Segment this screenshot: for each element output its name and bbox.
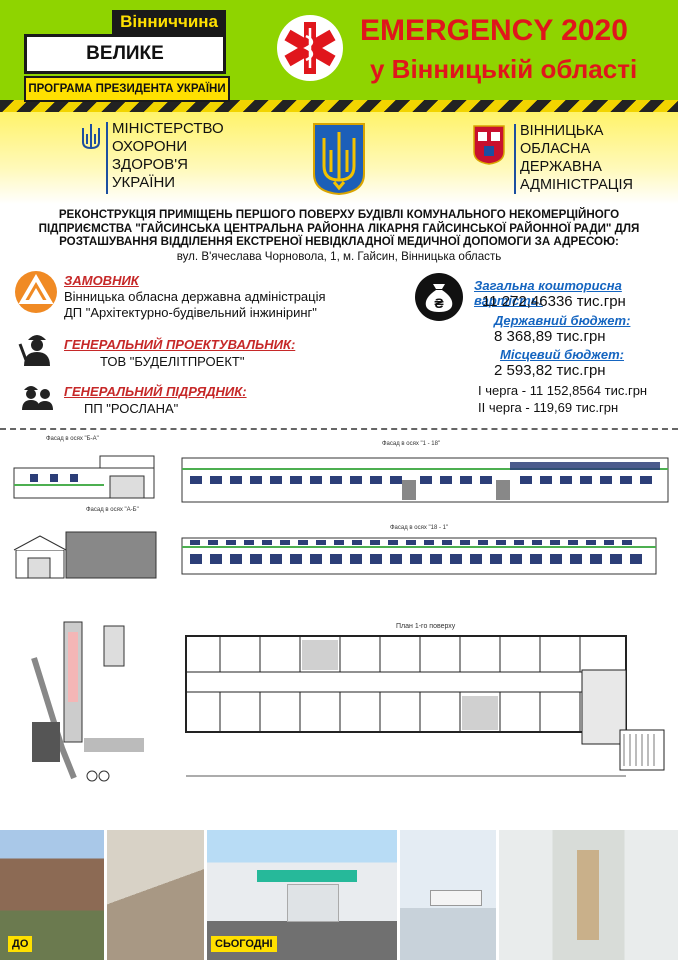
vinnytsia-coat-of-arms-icon — [473, 125, 505, 165]
local-budget-label: Місцевий бюджет: — [500, 347, 624, 362]
facade-caption: Фасад в осях "Б-А" — [46, 436, 99, 442]
photo-after-entrance: СЬОГОДНІ — [207, 830, 397, 960]
local-budget-value: 2 593,82 тис.грн — [494, 362, 606, 379]
facade-drawing-ab — [13, 531, 157, 579]
facade-drawing-1-18 — [181, 457, 669, 503]
phase-2-cost: ІІ черга - 119,69 тис.грн — [478, 400, 619, 415]
before-tag: ДО — [8, 936, 33, 952]
state-budget-value: 8 368,89 тис.грн — [494, 328, 606, 345]
site-plan-drawing — [4, 618, 164, 784]
engineer-icon — [18, 335, 50, 366]
great-construction-logo: Вінниччина ВЕЛИКЕ БУДІВНИЦТВО ПРОГРАМА П… — [24, 10, 230, 102]
photo-xray-room — [400, 830, 496, 960]
svg-text:₴: ₴ — [434, 295, 444, 311]
corridor-end — [577, 850, 599, 940]
logo-program: ПРОГРАМА ПРЕЗИДЕНТА УКРАЇНИ — [24, 76, 230, 102]
facade-drawing-18-1 — [181, 537, 657, 575]
project-description: РЕКОНСТРУКЦІЯ ПРИМІЩЕНЬ ПЕРШОГО ПОВЕРХУ … — [0, 208, 678, 249]
project-address: вул. В'ячеслава Чорновола, 1, м. Гайсин,… — [176, 250, 502, 263]
star-of-life-icon — [277, 15, 343, 81]
customer-enterprise: ДП "Архітектурно-будівельний інжиніринг" — [64, 305, 317, 320]
hazard-stripe — [0, 100, 678, 112]
money-bag-icon: ₴ — [415, 273, 463, 321]
logo-region: Вінниччина — [112, 10, 226, 34]
page-title: EMERGENCY 2020 — [360, 14, 628, 47]
canopy-stripe — [257, 870, 357, 882]
trident-small-icon — [82, 124, 100, 150]
oda-divider — [514, 124, 516, 194]
customer-name: Вінницька обласна державна адміністрація — [64, 289, 326, 304]
oda-line: ОБЛАСНА — [520, 141, 591, 157]
ministry-line: МІНІСТЕРСТВО — [112, 120, 224, 137]
logo-main: ВЕЛИКЕ БУДІВНИЦТВО — [24, 34, 226, 98]
xray-table — [430, 890, 482, 906]
oda-line: ДЕРЖАВНА — [520, 159, 602, 175]
designer-label: ГЕНЕРАЛЬНИЙ ПРОЕКТУВАЛЬНИК: — [64, 337, 296, 352]
description-line: РЕКОНСТРУКЦІЯ ПРИМІЩЕНЬ ПЕРШОГО ПОВЕРХУ … — [58, 208, 620, 221]
floor-plan-title: План 1-го поверху — [396, 623, 456, 630]
photo-before-interior — [107, 830, 204, 960]
facade-caption: Фасад в осях "А-Б" — [86, 507, 139, 513]
state-budget-label: Державний бюджет: — [494, 313, 631, 328]
description-line: ПІДПРИЄМСТВА "ГАЙСИНСЬКА ЦЕНТРАЛЬНА РАЙО… — [38, 221, 640, 235]
facade-drawing-ba — [13, 455, 155, 499]
ministry-name: МІНІСТЕРСТВО ОХОРОНИ ЗДОРОВ'Я УКРАЇНИ — [112, 120, 224, 192]
description-line: РОЗТАШУВАННЯ ВІДДІЛЕННЯ ЕКСТРЕНОЇ НЕВІДК… — [59, 235, 619, 248]
total-cost-label: Загальна кошторисна вартість: — [474, 278, 622, 308]
ministry-divider — [106, 122, 108, 194]
contractor-label: ГЕНЕРАЛЬНИЙ ПІДРЯДНИК: — [64, 384, 247, 399]
facade-caption: Фасад в осях "1 - 18" — [382, 441, 441, 447]
total-cost-value: 11 272,46336 тис.грн — [482, 293, 626, 310]
photo-corridor — [499, 830, 678, 960]
facade-caption: Фасад в осях "18 - 1" — [390, 525, 449, 531]
ministry-line: УКРАЇНИ — [112, 174, 176, 191]
photo-before-building: ДО — [0, 830, 104, 960]
floor-plan-drawing — [185, 635, 665, 777]
coat-of-arms-icon — [313, 123, 365, 196]
ministry-line: ОХОРОНИ — [112, 138, 188, 155]
designer-name: ТОВ "БУДЕЛІТПРОЕКТ" — [100, 354, 245, 369]
contractor-name: ПП "РОСЛАНА" — [84, 401, 179, 416]
oda-line: ВІННИЦЬКА — [520, 123, 604, 139]
oda-line: АДМІНІСТРАЦІЯ — [520, 177, 634, 193]
section-divider — [0, 428, 678, 430]
customer-logo-icon — [15, 271, 57, 313]
after-tag: СЬОГОДНІ — [211, 936, 277, 952]
oda-name: ВІННИЦЬКА ОБЛАСНА ДЕРЖАВНА АДМІНІСТРАЦІЯ — [520, 122, 633, 194]
ministry-line: ЗДОРОВ'Я — [112, 156, 188, 173]
workers-icon — [22, 386, 53, 410]
page-subtitle: у Вінницькій області — [370, 54, 638, 84]
garage-door — [287, 884, 339, 922]
customer-label: ЗАМОВНИК — [64, 273, 139, 288]
phase-1-cost: І черга - 11 152,8564 тис.грн — [478, 383, 648, 398]
